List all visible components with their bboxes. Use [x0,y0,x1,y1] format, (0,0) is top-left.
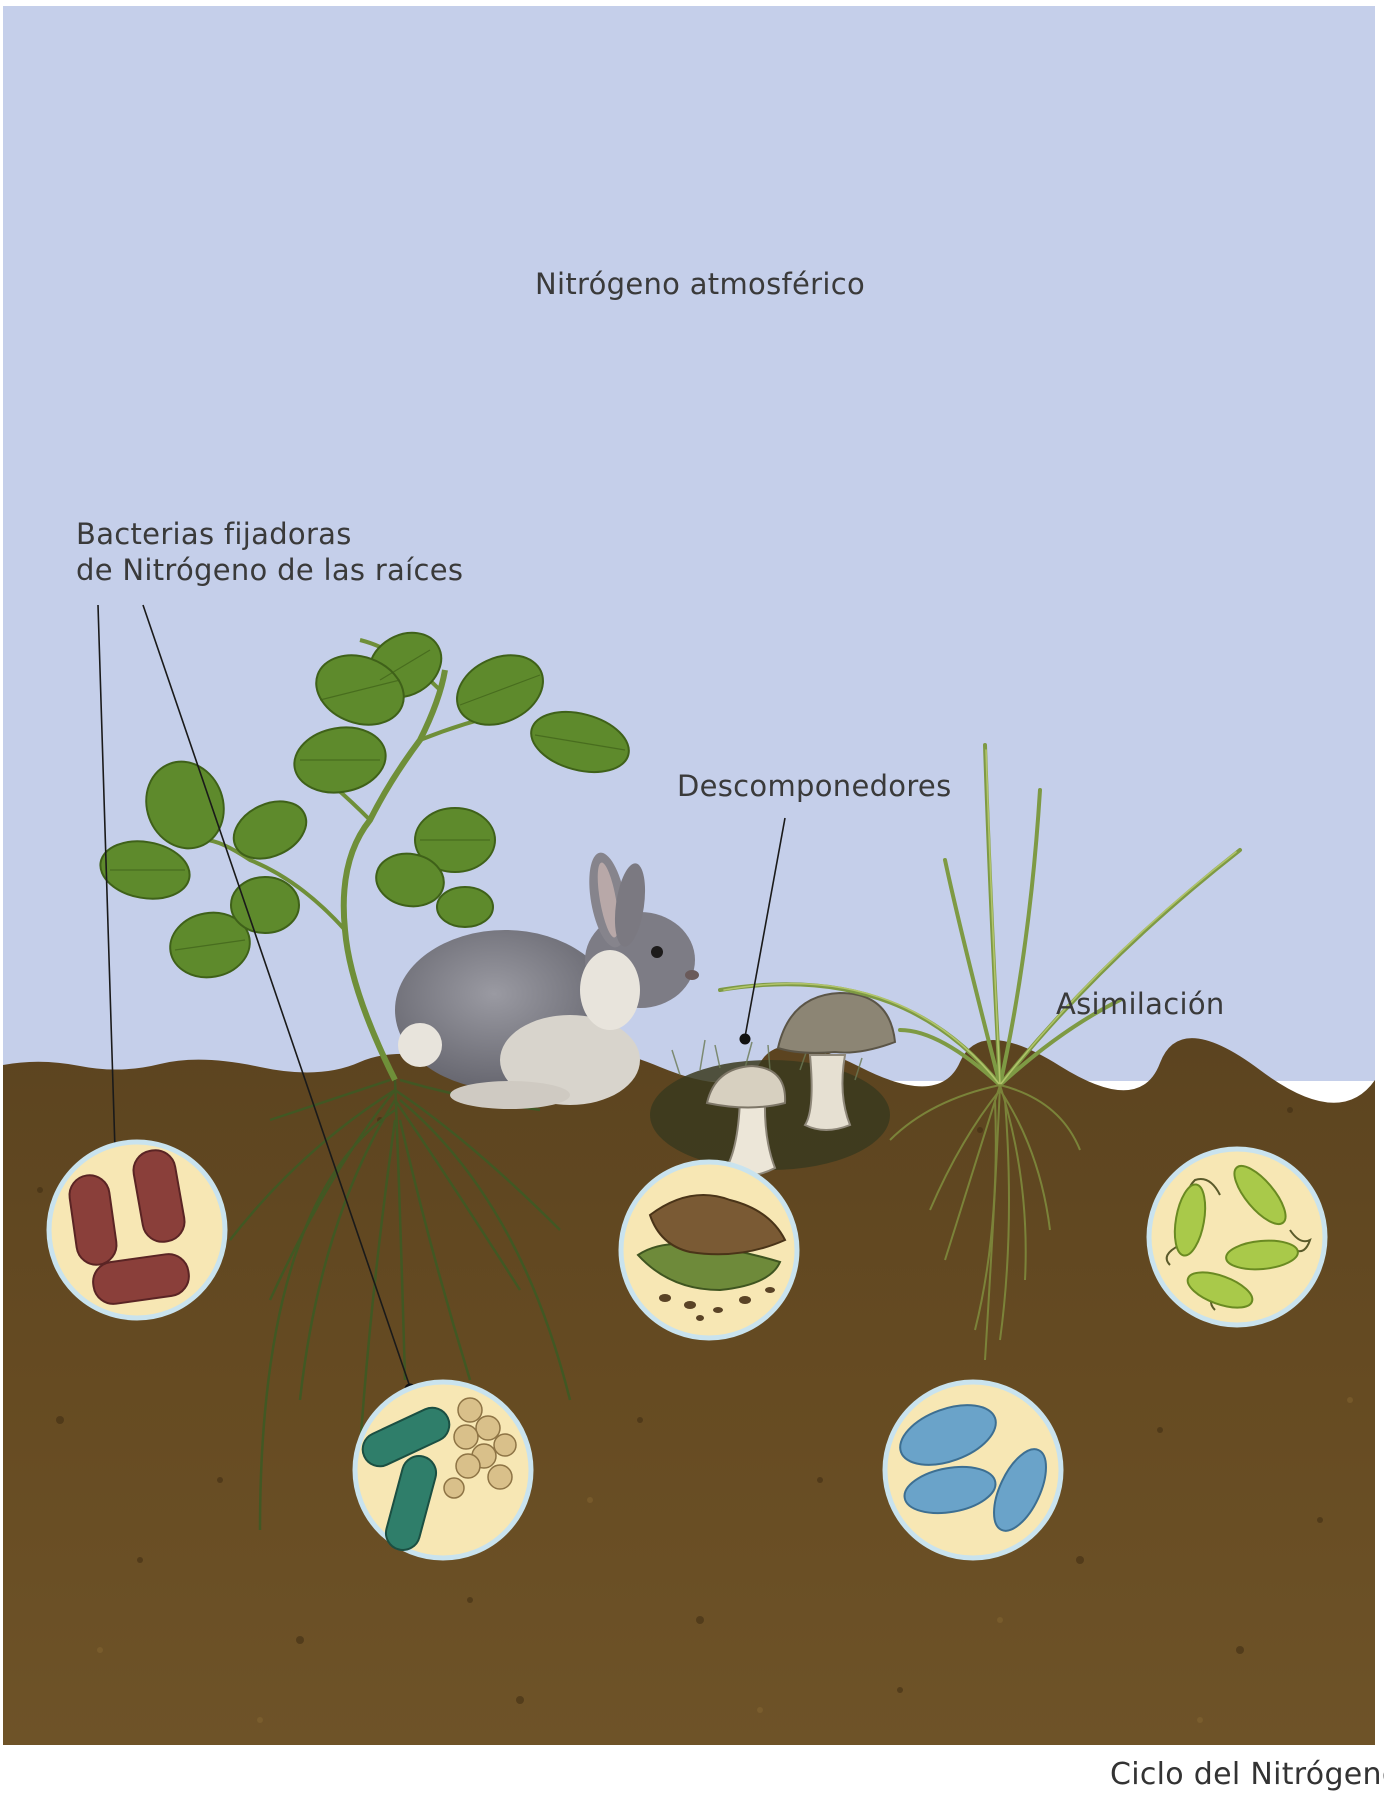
clover-roots [229,1078,572,1531]
leader-lines [97,604,786,1388]
soil [3,1038,1375,1745]
mushroom-large [776,991,897,1131]
circle-blue-bacteria [882,1379,1064,1561]
label-fixing-bacteria-line1: Bacterias fijadoras [76,517,352,551]
label-decomposers: Descomponedores [677,769,952,803]
rabbit [395,852,699,1109]
leader-line-decomposers [744,817,786,1038]
soil-texture [37,1107,1323,1704]
circle-decomposers [618,1159,800,1341]
figure-caption: Ciclo del Nitrógeno [1110,1757,1384,1792]
label-atmospheric-nitrogen: Nitrógeno atmosférico [535,267,866,301]
label-assimilation: Asimilación [1056,987,1225,1021]
clover-plant [99,631,630,1082]
circle-red-bacteria [46,1139,228,1321]
grass [718,743,1242,1087]
label-fixing-bacteria: Bacterias fijadoras de Nitrógeno de las … [76,516,463,588]
label-fixing-bacteria-line2: de Nitrógeno de las raíces [76,553,464,587]
circle-nitrogen-fixing-bacteria [352,1379,534,1561]
leader-line-red-bacteria [97,604,116,1151]
circle-green-bacteria [1146,1146,1328,1328]
leader-line-green-bacteria [142,604,411,1388]
leader-dot-decomposers [739,1033,751,1045]
grass-roots [889,1084,1081,1361]
mushroom-small [705,1064,787,1177]
